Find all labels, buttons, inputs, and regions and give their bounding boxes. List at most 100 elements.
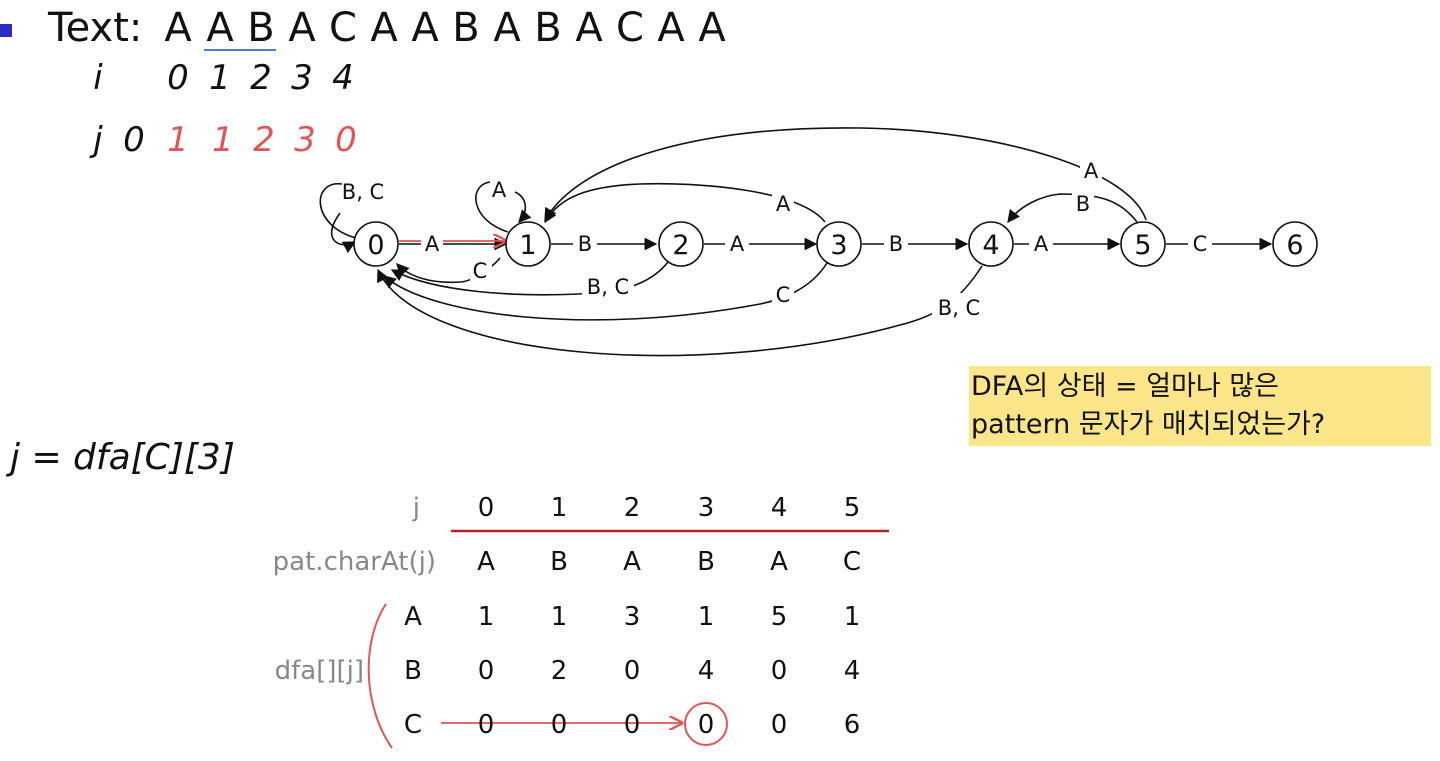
dfa-cell: 1 [477, 602, 495, 632]
edge-label: B [889, 232, 903, 256]
text-label: Text: [48, 5, 143, 51]
state-node: 2 [658, 221, 704, 267]
dfa-cell: 1 [550, 602, 568, 632]
callout-line: pattern 문자가 매치되었는가? [971, 409, 1326, 440]
dfa-row-char: A [404, 602, 422, 632]
table-col-header: 4 [770, 493, 788, 523]
self-loop-1 [475, 181, 509, 233]
note-i-value: 4 [332, 58, 354, 98]
note-j-value-red: 3 [294, 120, 316, 160]
state-label: 2 [672, 230, 689, 261]
edge-back-2-0 [390, 261, 669, 296]
edge-label: A [730, 232, 745, 256]
dfa-cell: 0 [770, 710, 788, 740]
edge-label: A [425, 232, 440, 256]
text-letter: C [329, 5, 357, 51]
text-letter: A [698, 5, 726, 51]
edge-label: B, C [587, 275, 629, 299]
edge-label: A [776, 192, 791, 216]
text-letter: A [288, 5, 316, 51]
state-label: 6 [1286, 230, 1303, 261]
note-j-value: 0 [123, 120, 145, 160]
text-letter: A [411, 5, 439, 51]
pat-char: B [697, 547, 715, 577]
text-letter: A [575, 5, 603, 51]
note-i-value: 0 [167, 58, 189, 98]
edge-back-3-0 [383, 262, 828, 321]
edge-label: A [492, 178, 507, 202]
dfa-cell: 0 [623, 656, 641, 686]
state-label: 1 [519, 230, 536, 261]
edge-label: C [473, 259, 488, 283]
note-j-value-red: 1 [212, 120, 234, 160]
edge-back-5-1 [544, 127, 1147, 222]
text-letter: A [164, 5, 192, 51]
bullet-icon [0, 24, 12, 37]
dfa-cell: 0 [477, 656, 495, 686]
note-i-value: 3 [291, 58, 313, 98]
note-j-value-red: 1 [167, 120, 189, 160]
edge-label: A [1084, 159, 1099, 183]
callout-box: DFA의 상태 = 얼마나 많은 pattern 문자가 매치되었는가? [969, 366, 1431, 446]
note-j-value-red: 2 [253, 120, 275, 160]
text-letter: A [206, 5, 234, 51]
state-label: 4 [982, 230, 999, 261]
dfa-cell: 1 [843, 602, 861, 632]
text-letter: B [452, 5, 480, 51]
dfa-label: dfa[][j] [274, 656, 364, 686]
text-letter: C [616, 5, 644, 51]
dfa-cell: 0 [550, 710, 568, 740]
state-node: 6 [1272, 221, 1318, 267]
target-circle [684, 702, 728, 746]
underline-mark [204, 49, 276, 51]
note-i-label: i [93, 58, 103, 98]
note-i-value: 2 [250, 58, 272, 98]
dfa-cell: 1 [697, 602, 715, 632]
edge-label: B [1076, 192, 1090, 216]
state-node: 4 [968, 221, 1014, 267]
state-label: 3 [830, 230, 847, 261]
edge-label: C [776, 283, 791, 307]
text-letter: A [370, 5, 398, 51]
dfa-cell: 5 [770, 602, 788, 632]
dfa-cell: 2 [550, 656, 568, 686]
self-loop-0-end [330, 212, 357, 254]
state-node: 1 [505, 221, 551, 267]
text-letter: B [247, 5, 275, 51]
formula-note: j = dfa[C][3] [10, 437, 235, 478]
edge-label: B, C [342, 180, 384, 204]
dfa-cell: 4 [697, 656, 715, 686]
table-col-header: 1 [550, 493, 568, 523]
edge-label: A [1034, 232, 1049, 256]
state-label: 0 [367, 230, 384, 261]
edge-label: B [578, 232, 592, 256]
dfa-cell: 0 [770, 656, 788, 686]
dfa-row-char: C [403, 710, 423, 740]
dfa-cell: 0 [697, 710, 715, 740]
callout-line: DFA의 상태 = 얼마나 많은 [971, 371, 1279, 402]
edge-back-5-4 [1007, 193, 1138, 224]
state-node: 5 [1120, 221, 1166, 267]
self-loop-1-end [514, 191, 532, 223]
dfa-row-char: B [404, 656, 422, 686]
edge-label: B, C [938, 296, 980, 320]
dfa-cell: 0 [623, 710, 641, 740]
dfa-cell: 0 [477, 710, 495, 740]
pat-char: A [770, 547, 788, 577]
table-col-header: 2 [623, 493, 641, 523]
dfa-bracket [367, 603, 393, 749]
self-loop-0 [319, 183, 357, 239]
state-node: 3 [816, 221, 862, 267]
table-col-header: 5 [843, 493, 861, 523]
note-i-value: 1 [209, 58, 231, 98]
pat-label: pat.charAt(j) [272, 547, 436, 577]
pat-char: B [550, 547, 568, 577]
text-letter: A [493, 5, 521, 51]
edge-label: C [1193, 232, 1208, 256]
note-j-label: j [93, 120, 103, 160]
dfa-cell: 3 [623, 602, 641, 632]
table-col-header: 3 [697, 493, 715, 523]
pat-char: A [477, 547, 495, 577]
note-j-value-red: 0 [335, 120, 357, 160]
